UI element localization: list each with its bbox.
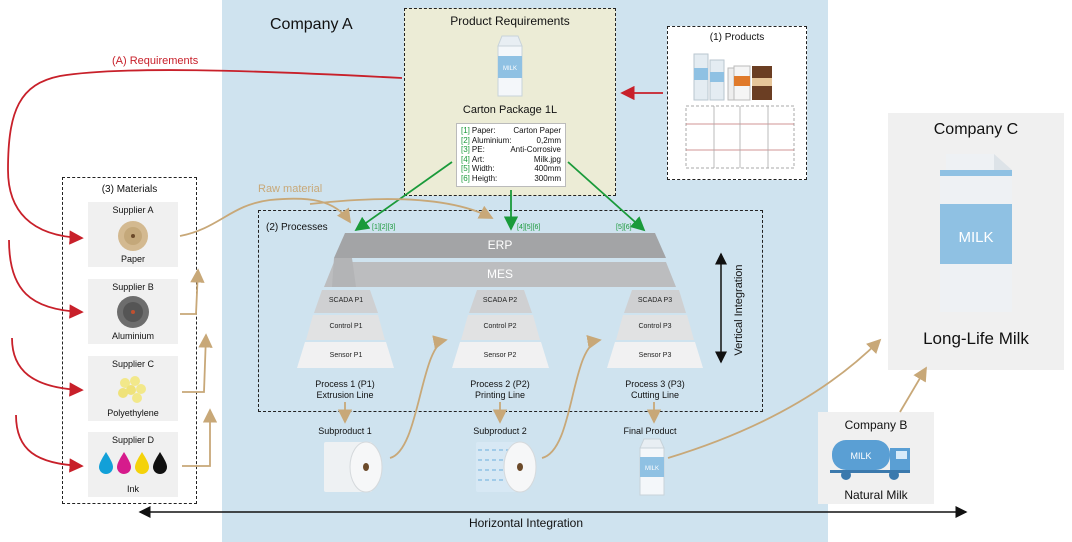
long-life-milk-carton-icon: MILK: [940, 154, 1012, 312]
control-p2: Control P2: [483, 323, 517, 330]
natural-milk-label: Natural Milk: [844, 488, 908, 502]
materials-title: (3) Materials: [101, 184, 158, 195]
package-name: Carton Package 1L: [462, 104, 558, 116]
aluminium-roll-icon: [117, 296, 149, 328]
carton-die-cut-icon: [685, 105, 795, 169]
final-product-carton-icon: MILK: [639, 438, 665, 496]
spec-row: [5]Width:400mm: [461, 164, 561, 174]
process-3-label: Process 3 (P3)Cutting Line: [625, 379, 685, 400]
subproduct-1-label: Subproduct 1: [318, 426, 372, 436]
subproduct-2-label: Subproduct 2: [473, 426, 527, 436]
final-product-milk-text: MILK: [645, 466, 659, 472]
supplier-b-card: Supplier B Aluminium: [88, 279, 178, 344]
spec-table: [1]Paper:Carton Paper [2]Aluminium:0,2mm…: [456, 123, 566, 187]
product-requirements-title: Product Requirements: [450, 14, 570, 28]
spec-row: [2]Aluminium:0,2mm: [461, 135, 561, 145]
supplier-d-card: Supplier D Ink: [88, 432, 178, 497]
long-life-milk-label: Long-Life Milk: [923, 329, 1029, 348]
spec-row: [4]Art:Milk.jpg: [461, 154, 561, 164]
spec-tag-1: [1][2][3]: [372, 224, 396, 231]
truck-milk-text: MILK: [850, 451, 871, 461]
processes-title: (2) Processes: [266, 222, 328, 233]
paper-roll-icon: [118, 221, 148, 251]
mes-label: MES: [486, 267, 513, 281]
subproduct-1-roll-icon: [324, 441, 383, 493]
spec-row: [6]Heigth:300mm: [461, 173, 561, 183]
company-a-title: Company A: [270, 16, 353, 33]
sensor-p1: Sensor P1: [329, 352, 363, 359]
spec-row: [3]PE:Anti-Corrosive: [461, 145, 561, 155]
large-carton-milk-text: MILK: [958, 229, 993, 246]
process-2-label: Process 2 (P2)Printing Line: [470, 379, 530, 400]
sensor-p3: Sensor P3: [638, 352, 672, 359]
horizontal-integration-label: Horizontal Integration: [468, 516, 584, 530]
spec-tag-3: [5][6]: [616, 224, 632, 231]
raw-material-label: Raw material: [258, 183, 323, 195]
process-1-label: Process 1 (P1)Extrusion Line: [315, 379, 375, 400]
products-title: (1) Products: [709, 32, 765, 43]
scada-p1: SCADA P1: [328, 297, 364, 304]
final-product-label: Final Product: [623, 426, 677, 436]
requirements-arrow-label: (A) Requirements: [112, 55, 199, 67]
supplier-a-card: Supplier A Paper: [88, 202, 178, 267]
carton-package-icon: MILK: [497, 35, 523, 97]
sensor-p2: Sensor P2: [483, 352, 517, 359]
milk-truck-icon: MILK: [830, 440, 910, 480]
company-c-title: Company C: [933, 121, 1019, 138]
control-p1: Control P1: [329, 323, 363, 330]
products-box: [667, 26, 807, 180]
subproduct-2-printed-roll-icon: [476, 441, 537, 493]
scada-p3: SCADA P3: [637, 297, 673, 304]
products-icon: [693, 53, 772, 101]
company-b-title: Company B: [844, 418, 908, 432]
supplier-c-card: Supplier C Polyethylene: [88, 356, 178, 421]
erp-label: ERP: [487, 238, 513, 252]
spec-tag-2: [4][5][6]: [517, 224, 541, 231]
scada-p2: SCADA P2: [482, 297, 518, 304]
ink-drops-icon: [99, 452, 167, 474]
spec-row: [1]Paper:Carton Paper: [461, 126, 561, 135]
polyethylene-pellets-icon: [118, 376, 146, 403]
carton-milk-text: MILK: [503, 66, 517, 72]
control-p3: Control P3: [638, 323, 672, 330]
